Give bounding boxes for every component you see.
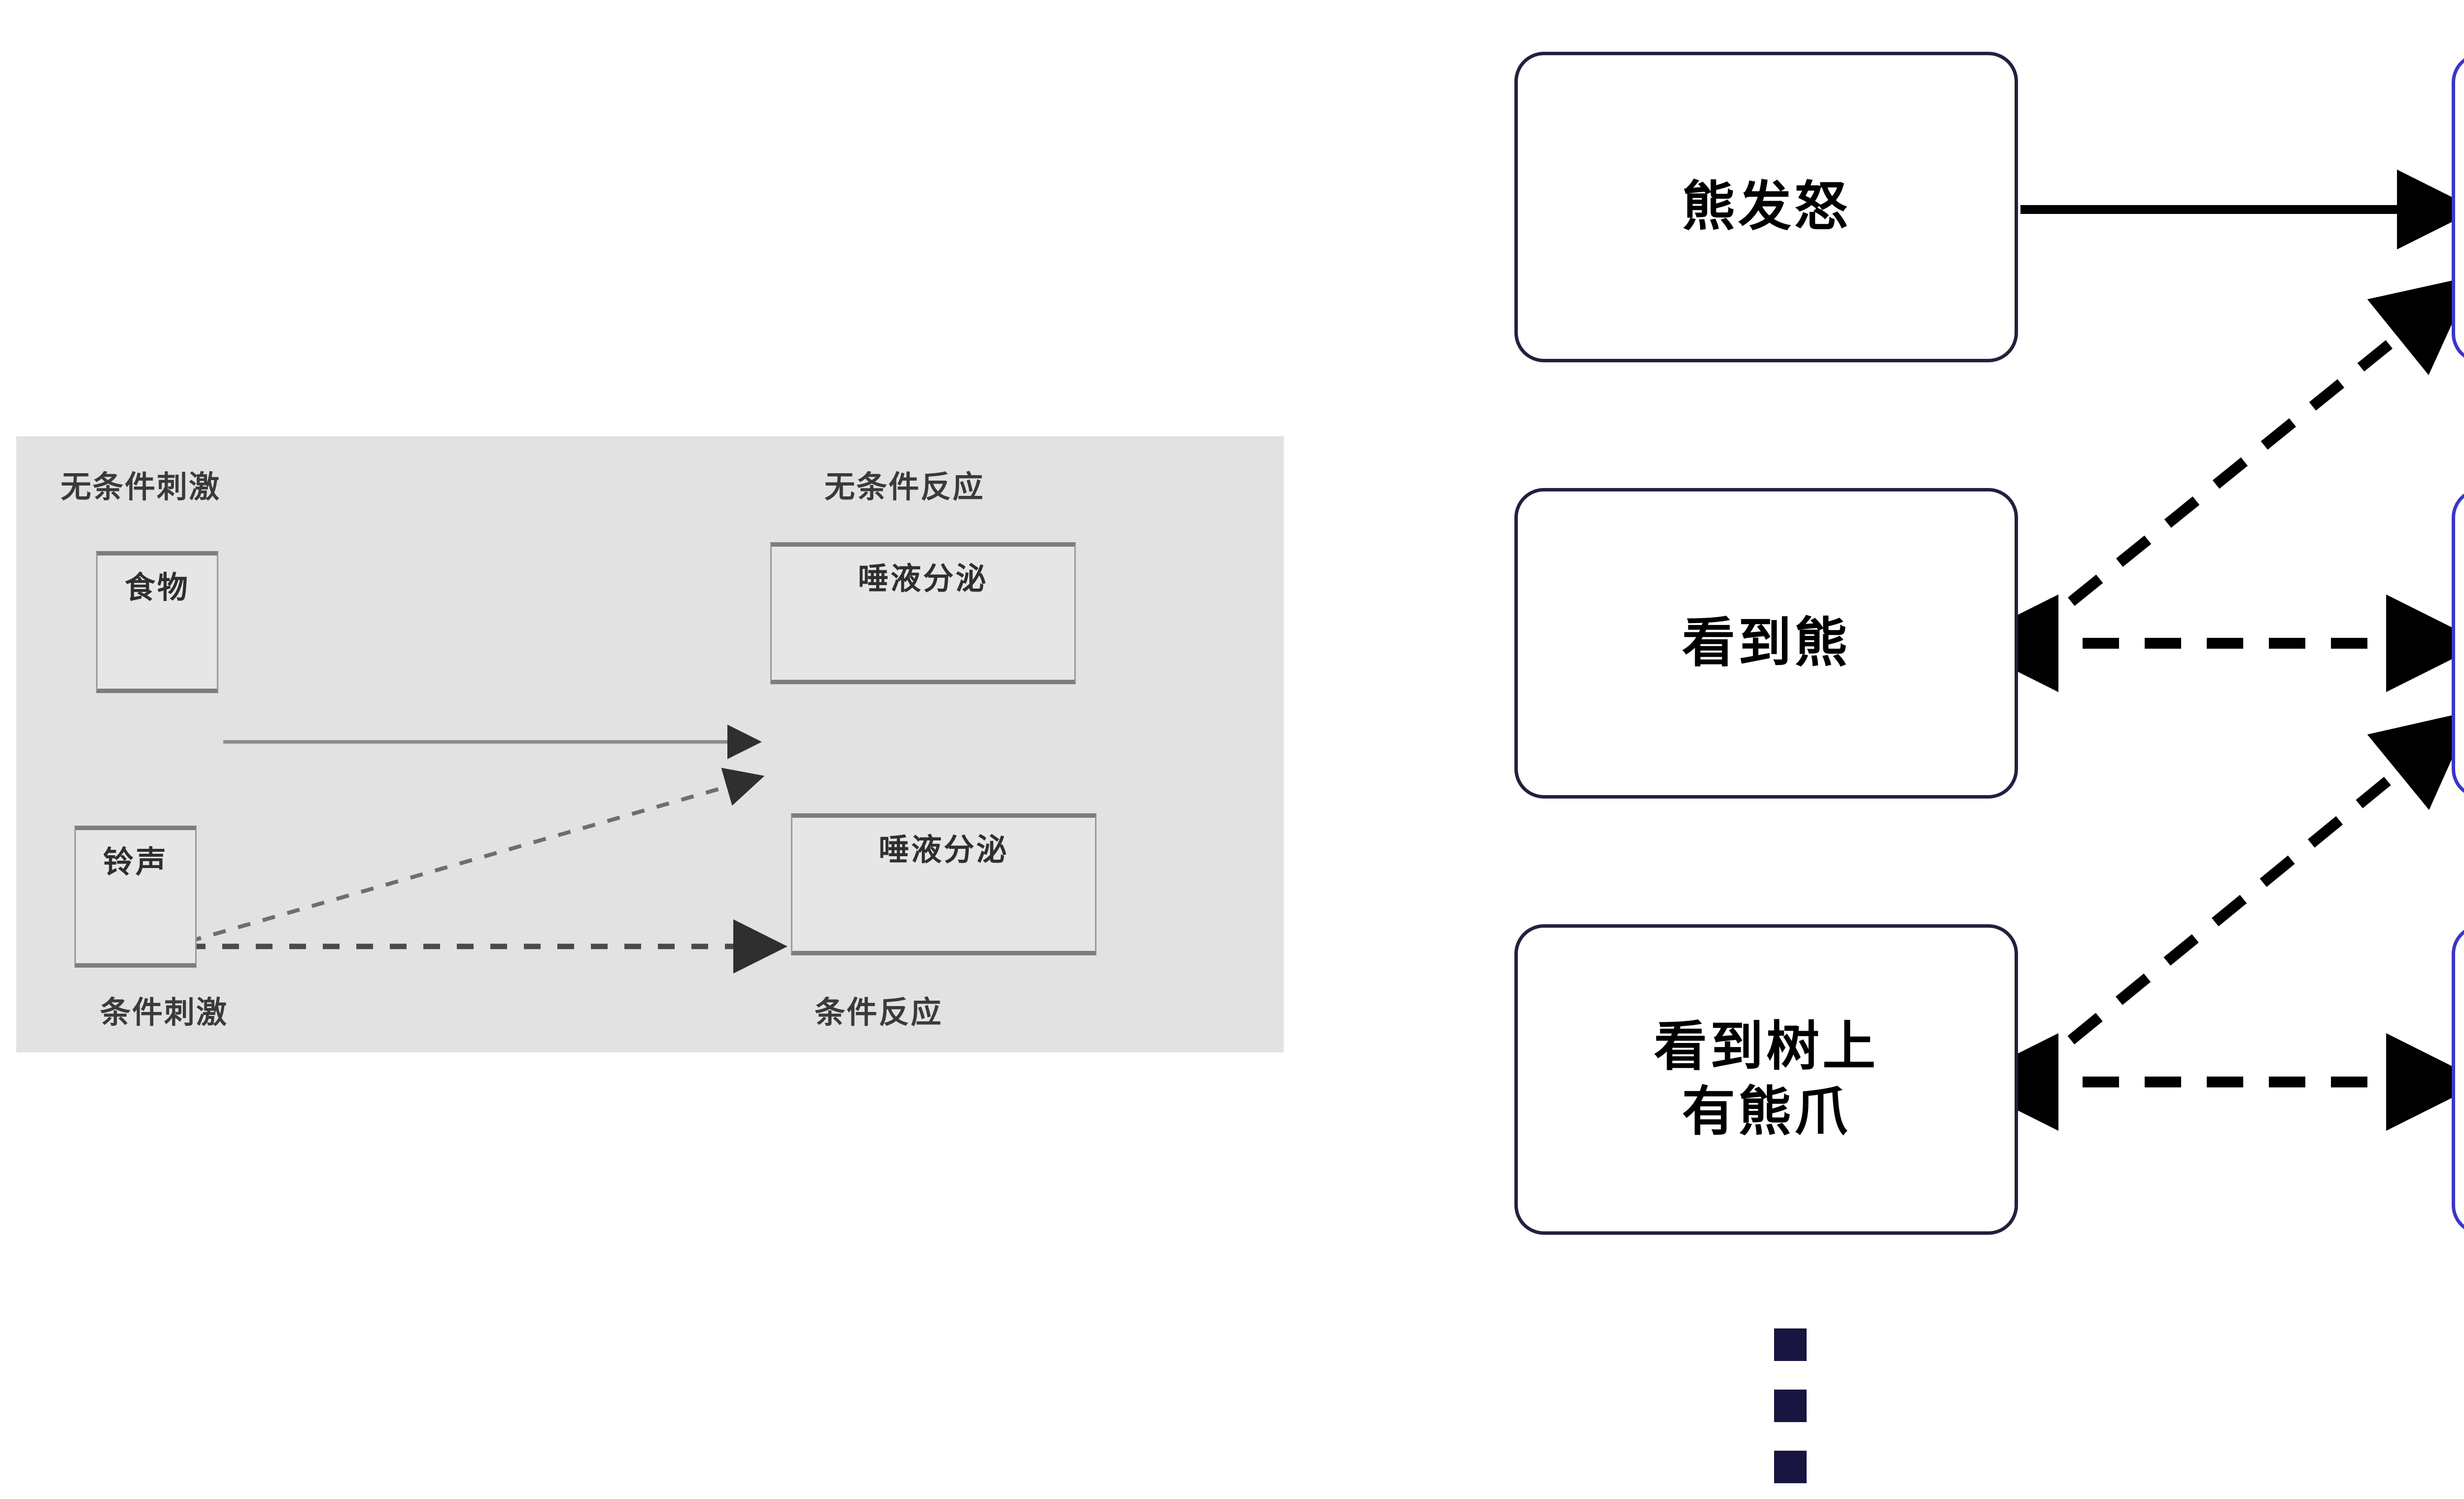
pavlov-box-bell: 铃声 [74, 826, 197, 968]
rl-value-diagram: 熊发怒 看到熊 看到树上 有熊爪 奖励 V(s′) V(s) [1478, 0, 2464, 1499]
label-conditioned-response: 条件反应 [815, 994, 943, 1030]
ellipsis-dot [1774, 1451, 1807, 1483]
box-see-claw: 看到树上 有熊爪 [1514, 924, 2018, 1235]
pavlov-box-saliva-unconditioned: 唾液分泌 [770, 542, 1076, 684]
box-bear-angry: 熊发怒 [1514, 52, 2018, 362]
label-unconditioned-stimulus: 无条件刺激 [61, 469, 221, 505]
pavlov-box-food-label: 食物 [124, 569, 190, 605]
pavlov-box-saliva-conditioned: 唾液分泌 [791, 813, 1096, 955]
pavlov-box-saliva-ur-label: 唾液分泌 [857, 560, 988, 596]
pavlov-box-saliva-cr-label: 唾液分泌 [878, 832, 1009, 868]
ellipsis-dot [1774, 1328, 1807, 1361]
ellipsis-left-column [1774, 1328, 1807, 1483]
box-value-s: V(s) [2452, 924, 2464, 1235]
classical-conditioning-panel: 无条件刺激 无条件反应 条件刺激 条件反应 食物 铃声 唾液分泌 唾液分泌 [16, 436, 1284, 1052]
ellipsis-dot [1774, 1390, 1807, 1422]
pavlov-arrow-layer [188, 725, 787, 974]
box-value-s-next: V(s′) [2452, 488, 2464, 799]
pavlov-box-bell-label: 铃声 [103, 844, 168, 880]
pavlov-box-food: 食物 [96, 551, 218, 693]
box-bear-angry-label: 熊发怒 [1681, 176, 1850, 238]
arrow-see-claw-to-value-s-next [2019, 710, 2464, 1084]
arrow-see-bear-to-reward [2019, 276, 2464, 645]
rl-arrow-layer [1961, 170, 2464, 1131]
label-unconditioned-response: 无条件反应 [824, 469, 985, 505]
label-conditioned-stimulus: 条件刺激 [100, 994, 229, 1030]
arrow-bell-to-saliva-ur [188, 767, 765, 943]
box-reward: 奖励 [2452, 53, 2464, 363]
box-see-bear: 看到熊 [1514, 488, 2018, 799]
box-see-bear-label: 看到熊 [1681, 612, 1850, 674]
box-see-claw-label: 看到树上 有熊爪 [1653, 1016, 1879, 1143]
